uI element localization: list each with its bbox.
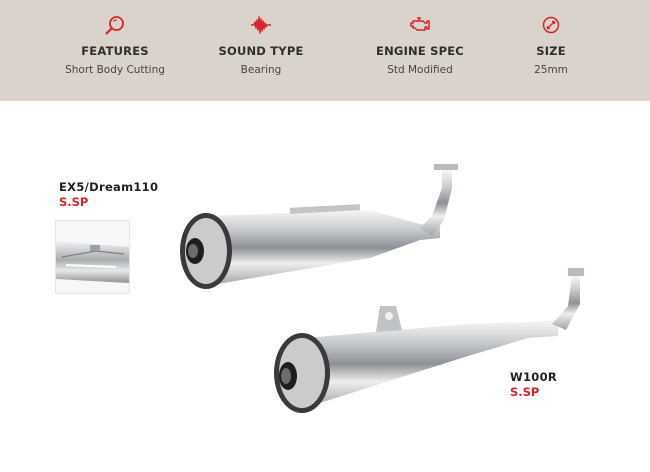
spec-value: Bearing xyxy=(240,64,282,76)
spec-title: ENGINE SPEC xyxy=(376,44,464,58)
spec-features: FEATURES Short Body Cutting xyxy=(45,14,185,76)
exhaust-w100r-image xyxy=(274,268,584,413)
spec-value: Std Modified xyxy=(387,64,453,76)
engine-icon xyxy=(410,17,430,31)
spec-title: SOUND TYPE xyxy=(218,44,304,58)
spec-size: SIZE 25mm xyxy=(481,14,621,76)
magnifier-icon xyxy=(105,16,124,35)
spec-value: 25mm xyxy=(534,64,568,76)
product-code-w100r: S.SP xyxy=(510,385,540,399)
spec-sound-type: SOUND TYPE Bearing xyxy=(191,14,331,76)
spec-title: SIZE xyxy=(536,44,566,58)
spec-title: FEATURES xyxy=(81,44,149,58)
spec-value: Short Body Cutting xyxy=(65,64,165,76)
product-code-ex5: S.SP xyxy=(59,195,89,209)
spec-engine-spec: ENGINE SPEC Std Modified xyxy=(350,14,490,76)
product-model-ex5: EX5/Dream110 xyxy=(59,180,159,194)
spec-bar: FEATURES Short Body Cutting SOUND TYPE B… xyxy=(0,0,650,101)
product-thumbnail[interactable] xyxy=(55,220,130,294)
sound-wave-icon xyxy=(251,16,271,34)
thumbnail-image xyxy=(56,221,129,293)
exhaust-ex5-image xyxy=(180,164,458,289)
product-model-w100r: W100R xyxy=(510,370,558,384)
diameter-icon xyxy=(542,16,560,34)
